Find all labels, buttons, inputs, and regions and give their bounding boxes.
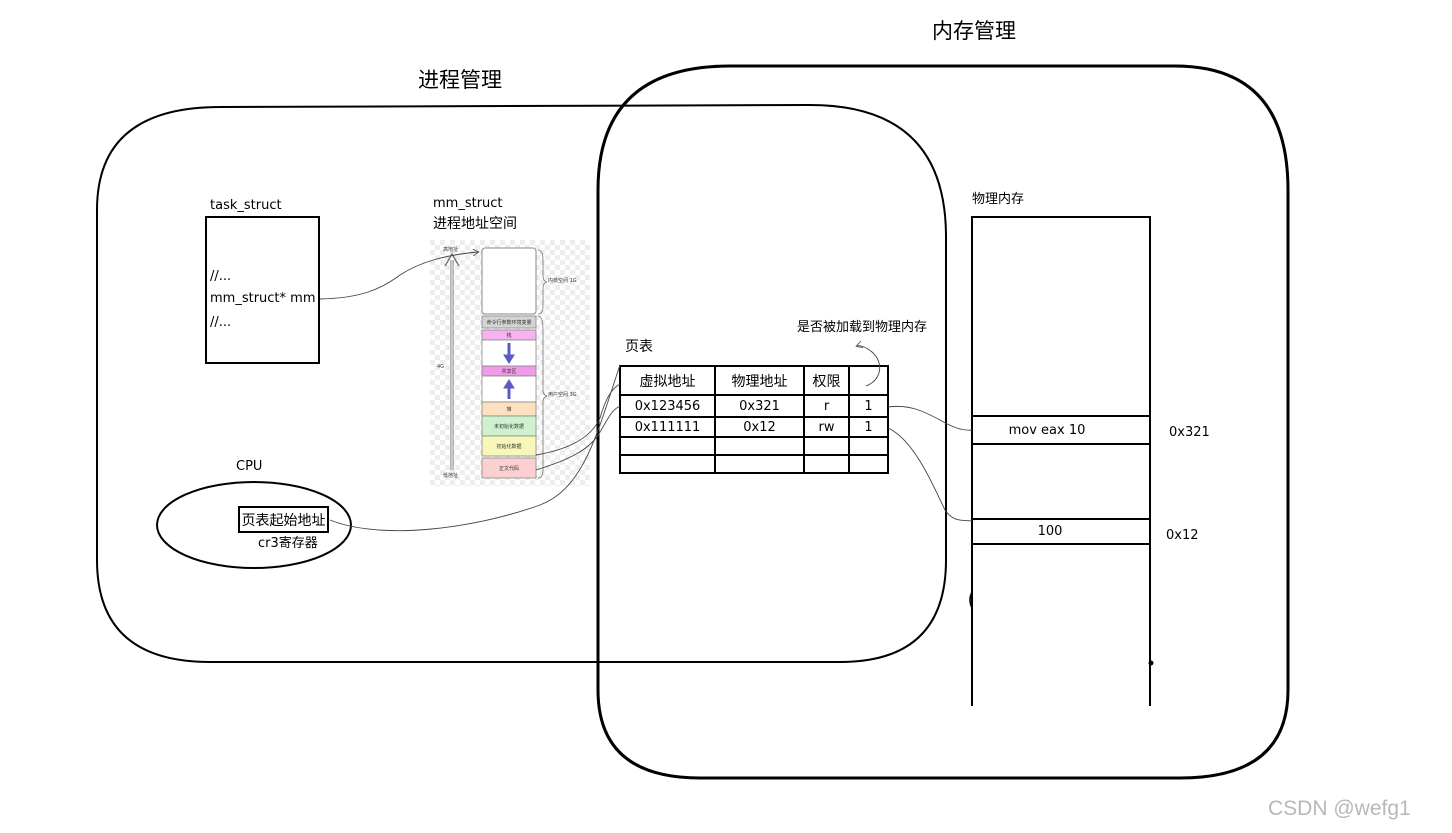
connector-row1-to-physical — [887, 405, 973, 431]
connector-data-to-table — [535, 383, 621, 456]
connector-cr3-to-page-table — [329, 364, 621, 532]
segment-label: 未初始化数据 — [493, 423, 524, 430]
address-space-label: 进程地址空间 — [433, 216, 517, 232]
table-header-cell: 权限 — [812, 373, 841, 390]
total-size-label: 4G — [437, 364, 445, 370]
memory-management-title: 内存管理 — [932, 19, 1016, 43]
table-header-cell — [849, 366, 888, 395]
page-table-annotation: 是否被加载到物理内存 — [797, 320, 928, 335]
kernel-space-label: 内核空间 1G — [548, 278, 577, 284]
task-struct-line: //... — [210, 315, 232, 330]
connector-bss-to-table — [535, 405, 621, 471]
connector-task-to-mm — [319, 252, 478, 300]
memory-cell-content: 100 — [1037, 524, 1063, 539]
memory-cell-address: 0x12 — [1166, 528, 1199, 543]
segment-label: 栈 — [506, 332, 512, 339]
segment-label: 共享区 — [501, 368, 517, 375]
table-header-cell: 虚拟地址 — [639, 373, 696, 390]
table-cell: rw — [818, 419, 835, 435]
table-cell: 0x12 — [743, 419, 776, 435]
task-struct-label: task_struct — [210, 198, 282, 213]
low-address-label: 低地址 — [443, 473, 459, 479]
table-cell: 1 — [864, 419, 873, 435]
cpu-ellipse — [156, 481, 352, 569]
segment-label: 正文代码 — [498, 465, 519, 472]
task-struct-box — [205, 216, 320, 364]
page-table-label: 页表 — [625, 339, 653, 355]
table-header-cell: 物理地址 — [731, 373, 788, 390]
register-value: 页表起始地址 — [241, 512, 326, 529]
physical-memory-column — [969, 216, 1154, 706]
memory-cell-address: 0x321 — [1169, 425, 1210, 440]
address-space-image — [430, 240, 590, 486]
memory-management-boundary — [596, 64, 1290, 780]
high-address-label: 高地址 — [443, 247, 459, 253]
cpu-label: CPU — [236, 459, 263, 474]
connector-row2-to-physical — [887, 427, 973, 522]
table-cell: 1 — [864, 398, 873, 414]
table-cell: 0x123456 — [634, 398, 701, 414]
table-cell: r — [823, 398, 830, 414]
register-name: cr3寄存器 — [258, 536, 318, 551]
page-table-grid — [619, 365, 889, 474]
segment-label: 堆 — [506, 406, 512, 413]
memory-cell-content: mov eax 10 — [1008, 422, 1086, 438]
table-cell: 0x111111 — [634, 419, 701, 435]
connector-annotation — [857, 346, 881, 387]
table-cell: 0x321 — [739, 398, 780, 414]
watermark: CSDN @wefg1 — [1268, 797, 1411, 820]
segment-label: 初始化数据 — [496, 443, 522, 450]
user-space-label: 用户空间 3G — [548, 392, 577, 398]
task-struct-line: //... — [210, 269, 232, 284]
process-management-title: 进程管理 — [418, 68, 502, 92]
register-box — [238, 506, 329, 533]
mm-struct-label: mm_struct — [433, 196, 503, 211]
segment-label: 命令行参数环境变量 — [486, 319, 532, 326]
physical-memory-label: 物理内存 — [972, 192, 1025, 207]
process-management-boundary — [96, 103, 947, 663]
task-struct-line: mm_struct* mm — [210, 291, 316, 306]
